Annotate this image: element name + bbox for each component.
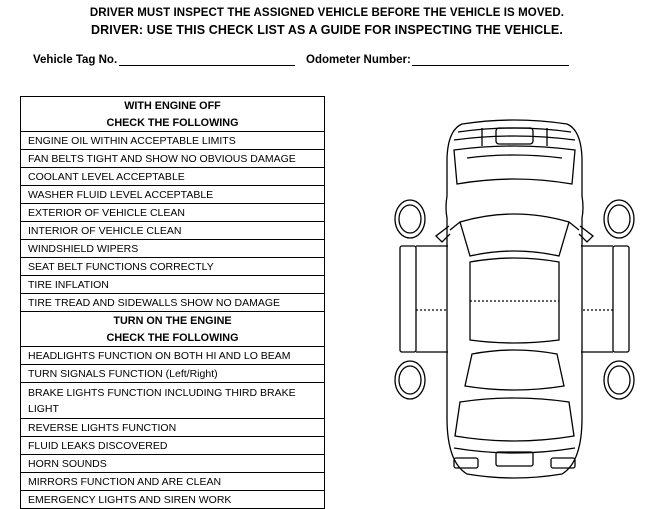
engine-off-title: WITH ENGINE OFF [20,96,325,114]
checklist-item: EXTERIOR OF VEHICLE CLEAN [20,203,325,222]
engine-off-subtitle: CHECK THE FOLLOWING [20,114,325,132]
table-row: WINDSHIELD WIPERS [20,239,325,258]
windshield [459,213,570,257]
rear-left-wheel [394,360,426,400]
engine-on-subtitle: CHECK THE FOLLOWING [20,329,325,347]
checklist-item: COOLANT LEVEL ACCEPTABLE [20,167,325,186]
table-row: REVERSE LIGHTS FUNCTION [20,418,325,437]
odometer-line[interactable] [412,65,569,66]
checklist-item: TIRE TREAD AND SIDEWALLS SHOW NO DAMAGE [20,293,325,312]
table-row: TIRE TREAD AND SIDEWALLS SHOW NO DAMAGE [20,293,325,312]
section-header: WITH ENGINE OFF [20,96,325,114]
checklist-item: REVERSE LIGHTS FUNCTION [20,418,325,437]
table-row: SEAT BELT FUNCTIONS CORRECTLY [20,257,325,276]
odometer-label: Odometer Number: [306,54,411,66]
right-tail-light [550,457,576,469]
table-row: COOLANT LEVEL ACCEPTABLE [20,167,325,186]
roof [469,257,560,344]
trunk [454,397,575,442]
car-body [445,119,584,479]
car-top-view-diagram-icon [394,119,635,479]
checklist-item: BRAKE LIGHTS FUNCTION INCLUDING THIRD BR… [20,382,325,419]
left-tail-light [453,457,479,469]
right-side-panel [612,245,630,353]
vehicle-tag-line[interactable] [119,65,295,66]
checklist-item: FLUID LEAKS DISCOVERED [20,436,325,455]
table-row: INTERIOR OF VEHICLE CLEAN [20,221,325,240]
section-header: CHECK THE FOLLOWING [20,114,325,132]
left-side-panel [399,245,417,353]
header-instruction-2: DRIVER: USE THIS CHECK LIST AS A GUIDE F… [91,23,563,37]
right-mirror [578,225,594,243]
front-right-wheel [603,199,635,239]
engine-on-title: TURN ON THE ENGINE [20,311,325,329]
front-grille [495,127,534,145]
checklist-item: MIRRORS FUNCTION AND ARE CLEAN [20,472,325,491]
header-instruction-1: DRIVER MUST INSPECT THE ASSIGNED VEHICLE… [89,7,565,19]
checklist-item: ENGINE OIL WITHIN ACCEPTABLE LIMITS [20,131,325,150]
table-row: ENGINE OIL WITHIN ACCEPTABLE LIMITS [20,131,325,150]
table-row: WASHER FLUID LEVEL ACCEPTABLE [20,185,325,204]
checklist-item: HORN SOUNDS [20,454,325,473]
table-row: EXTERIOR OF VEHICLE CLEAN [20,203,325,222]
table-row: HEADLIGHTS FUNCTION ON BOTH HI AND LO BE… [20,346,325,365]
section-header: CHECK THE FOLLOWING [20,329,325,347]
checklist-item: FAN BELTS TIGHT AND SHOW NO OBVIOUS DAMA… [20,149,325,168]
checklist-item: WINDSHIELD WIPERS [20,239,325,258]
hood [453,145,576,185]
checklist-item: EMERGENCY LIGHTS AND SIREN WORK [20,490,325,509]
table-row: BRAKE LIGHTS FUNCTION INCLUDING THIRD BR… [20,382,325,419]
checklist-item: WASHER FLUID LEVEL ACCEPTABLE [20,185,325,204]
checklist-item: SEAT BELT FUNCTIONS CORRECTLY [20,257,325,276]
checklist-item: HEADLIGHTS FUNCTION ON BOTH HI AND LO BE… [20,346,325,365]
left-mirror [435,225,451,243]
section-header: TURN ON THE ENGINE [20,311,325,329]
table-row: TURN SIGNALS FUNCTION (Left/Right) [20,364,325,383]
table-row: EMERGENCY LIGHTS AND SIREN WORK [20,490,325,509]
rear-plate [495,451,534,467]
checklist-item: TURN SIGNALS FUNCTION (Left/Right) [20,364,325,383]
table-row: FLUID LEAKS DISCOVERED [20,436,325,455]
rear-right-wheel [603,360,635,400]
rear-window [464,349,565,391]
table-row: MIRRORS FUNCTION AND ARE CLEAN [20,472,325,491]
table-row: TIRE INFLATION [20,275,325,294]
checklist-item: INTERIOR OF VEHICLE CLEAN [20,221,325,240]
vehicle-tag-label: Vehicle Tag No. [33,54,118,66]
front-left-wheel [394,199,426,239]
page-header: DRIVER MUST INSPECT THE ASSIGNED VEHICLE… [0,5,654,39]
checklist-item: TIRE INFLATION [20,275,325,294]
inspection-checklist: WITH ENGINE OFF CHECK THE FOLLOWING ENGI… [20,96,325,509]
table-row: FAN BELTS TIGHT AND SHOW NO OBVIOUS DAMA… [20,149,325,168]
table-row: HORN SOUNDS [20,454,325,473]
